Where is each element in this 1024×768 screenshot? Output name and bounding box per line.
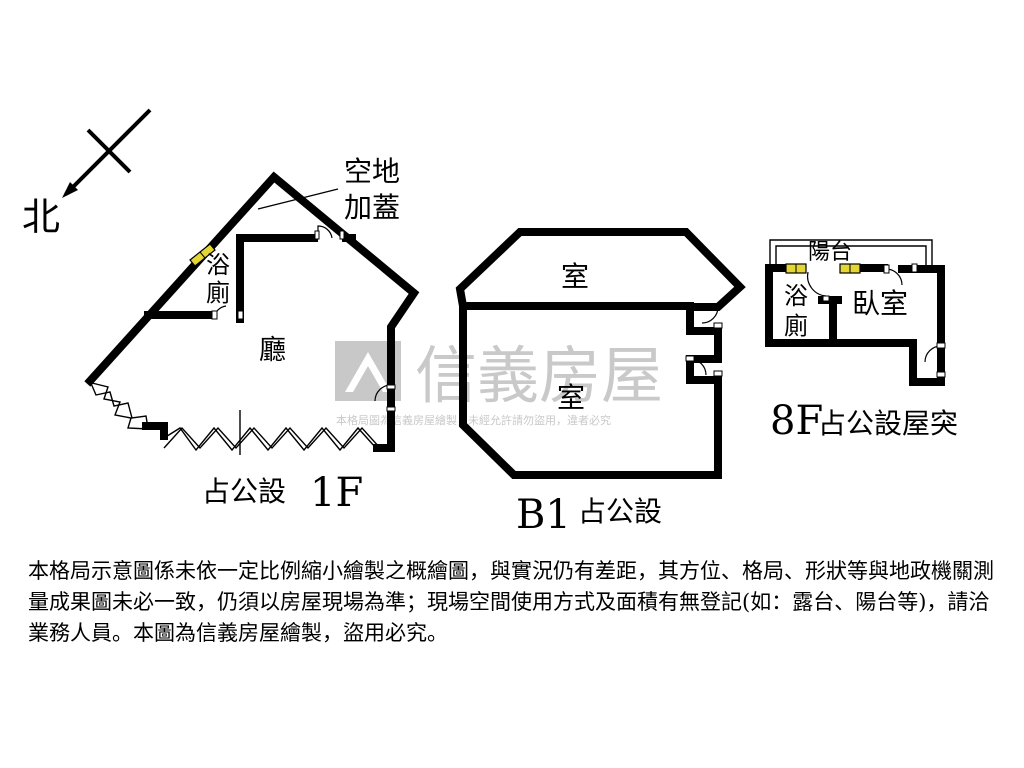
caption-8f-floor: 8F <box>770 398 823 444</box>
room-b1-lower: 室 <box>557 381 585 414</box>
floor-plan-1f: 空地 加蓋 浴 廁 廳 占公設 1F <box>84 155 420 516</box>
room-1f-open-space-line1: 空地 <box>344 155 400 188</box>
watermark-brand: 信義房屋 <box>415 339 663 412</box>
room-1f-open-space-line2: 加蓋 <box>344 191 400 224</box>
caption-b1-common: 占公設 <box>578 495 662 528</box>
room-8f-bath-line2: 廁 <box>784 312 808 340</box>
open-space-leader <box>257 188 339 210</box>
watermark: 信義房屋 本格局圖為信義房屋繪製，未經允許請勿盜用，違者必究 <box>335 339 663 427</box>
floor-plan-b1: 室 室 B1 占公設 <box>455 228 746 538</box>
room-8f-balcony: 陽台 <box>808 240 852 265</box>
caption-b1-floor: B1 <box>516 492 571 538</box>
compass: 北 <box>22 108 152 239</box>
room-1f-bath-line1: 浴 <box>206 251 230 279</box>
room-b1-upper: 室 <box>561 260 589 293</box>
door-1f-storage <box>317 225 333 239</box>
room-8f-bath-line1: 浴 <box>784 282 808 310</box>
folding-gate-1f-left <box>89 380 149 430</box>
caption-8f-common: 占公設屋突 <box>818 407 958 440</box>
room-1f-living: 廳 <box>259 335 286 366</box>
floor-plan-diagram: 北 信義房屋 本格局圖為信義房屋繪製，未經允許請勿盜用，違者必究 <box>22 108 958 538</box>
door-8f-bath <box>806 271 827 297</box>
north-label: 北 <box>22 195 60 239</box>
floor-plan-8f: 陽台 浴 廁 臥室 8F 占公設屋突 <box>765 239 958 444</box>
window-1f-bath <box>189 243 216 267</box>
watermark-notice: 本格局圖為信義房屋繪製，未經允許請勿盜用，違者必究 <box>336 413 611 427</box>
room-1f-bath-line2: 廁 <box>206 279 230 307</box>
door-b1-upper <box>701 306 719 324</box>
caption-1f-common: 占公設 <box>202 475 286 508</box>
room-8f-bedroom: 臥室 <box>852 287 908 320</box>
disclaimer-text: 本格局示意圖係未依一定比例縮小繪製之概繪圖，與實況仍有差距，其方位、格局、形狀等… <box>28 559 994 645</box>
folding-gate-1f-front <box>163 410 381 455</box>
caption-1f-floor: 1F <box>310 470 363 516</box>
